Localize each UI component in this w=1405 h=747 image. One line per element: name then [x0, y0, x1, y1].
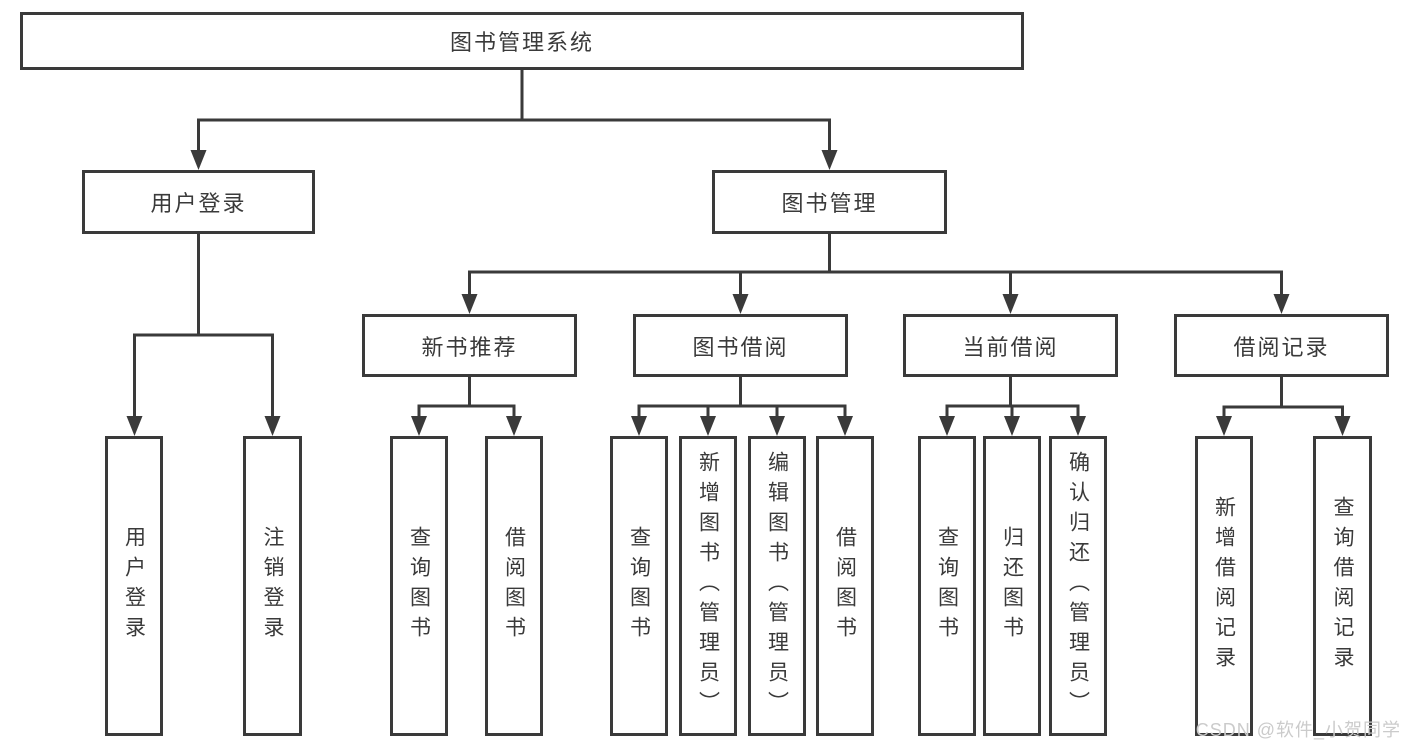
node-book-management: 图书管理: [712, 170, 947, 234]
watermark: CSDN @软件_小贺同学: [1195, 720, 1401, 740]
node-book-borrow: 图书借阅: [633, 314, 848, 377]
leaf-label: 新增图书（管理员）: [696, 451, 720, 721]
leaf-confirm-return-admin: 确认归还（管理员）: [1049, 436, 1107, 736]
leaf-borrow-books: 借阅图书: [816, 436, 874, 736]
leaf-query-borrow-record: 查询借阅记录: [1313, 436, 1372, 736]
leaf-label: 查询借阅记录: [1331, 496, 1354, 676]
leaf-label: 借阅图书: [502, 526, 526, 646]
node-label: 用户登录: [150, 191, 247, 216]
node-current-borrow: 当前借阅: [903, 314, 1118, 377]
leaf-logout-login: 注销登录: [243, 436, 302, 736]
leaf-borrow-books-recommend: 借阅图书: [485, 436, 543, 736]
leaf-label: 查询图书: [935, 526, 959, 646]
leaf-label: 注销登录: [261, 526, 284, 646]
node-label: 借阅记录: [1233, 334, 1330, 360]
node-label: 图书管理: [781, 191, 878, 216]
node-user-login: 用户登录: [82, 170, 315, 234]
leaf-label: 确认归还（管理员）: [1066, 451, 1090, 721]
leaf-user-login: 用户登录: [105, 436, 163, 736]
leaf-add-books-admin: 新增图书（管理员）: [679, 436, 737, 736]
leaf-query-books-borrow: 查询图书: [610, 436, 668, 736]
leaf-label: 查询图书: [627, 526, 651, 646]
node-label: 图书借阅: [692, 334, 789, 360]
leaf-return-books: 归还图书: [983, 436, 1041, 736]
leaf-query-books-current: 查询图书: [918, 436, 976, 736]
leaf-label: 借阅图书: [833, 526, 857, 646]
node-label: 当前借阅: [962, 334, 1059, 360]
leaf-label: 归还图书: [1000, 526, 1024, 646]
leaf-label: 查询图书: [407, 526, 431, 646]
node-new-book-recommend: 新书推荐: [362, 314, 577, 377]
node-label: 图书管理系统: [449, 30, 594, 55]
leaf-add-borrow-record: 新增借阅记录: [1195, 436, 1253, 736]
leaf-label: 编辑图书（管理员）: [765, 451, 789, 721]
leaf-query-books-recommend: 查询图书: [390, 436, 448, 736]
leaf-edit-books-admin: 编辑图书（管理员）: [748, 436, 806, 736]
leaf-label: 用户登录: [122, 526, 146, 646]
leaf-label: 新增借阅记录: [1212, 496, 1236, 676]
node-library-management-system: 图书管理系统: [20, 12, 1024, 70]
node-borrow-records: 借阅记录: [1174, 314, 1389, 377]
node-label: 新书推荐: [421, 334, 518, 360]
